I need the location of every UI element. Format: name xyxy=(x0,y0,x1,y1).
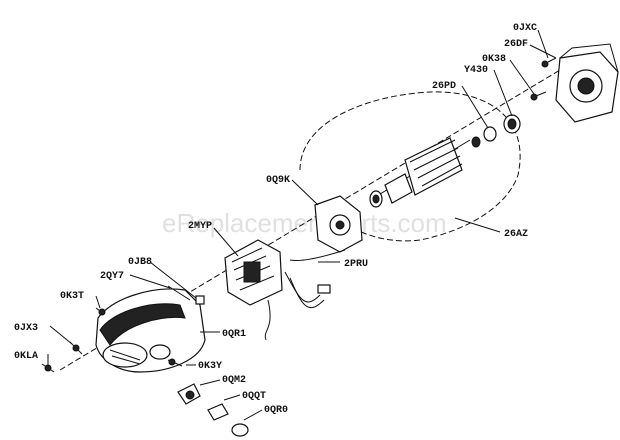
cord-2pru xyxy=(284,249,346,309)
label-0k3y: 0K3Y xyxy=(198,361,222,372)
end-housing-26df xyxy=(555,43,619,123)
label-0qr1: 0QR1 xyxy=(222,329,246,340)
screw-0jxc xyxy=(541,57,557,68)
leader-lines xyxy=(47,29,557,421)
label-26az: 26AZ xyxy=(504,229,528,240)
washer-26pd xyxy=(471,126,497,148)
screw-0k3t xyxy=(95,307,106,316)
field-coil-2myp xyxy=(224,239,283,341)
screw-0jx3 xyxy=(69,341,83,355)
clip-0jb8 xyxy=(195,295,205,305)
label-y430: Y430 xyxy=(464,65,488,76)
label-0q9k: 0Q9K xyxy=(266,175,290,186)
label-0kla: 0KLA xyxy=(14,351,38,362)
bearing-y430 xyxy=(503,114,521,134)
screw-0k3y xyxy=(167,358,183,367)
label-0qm2: 0QM2 xyxy=(222,375,246,386)
label-0jx3: 0JX3 xyxy=(14,323,38,334)
label-0k38: 0K38 xyxy=(482,54,506,65)
label-0qr0: 0QR0 xyxy=(264,405,288,416)
motor-housing xyxy=(95,288,206,373)
label-0jxc: 0JXC xyxy=(513,23,537,34)
assembly-outline-26az xyxy=(299,91,521,242)
label-2myp: 2MYP xyxy=(188,221,212,232)
screw-0kla xyxy=(41,363,55,373)
label-2pru: 2PRU xyxy=(344,259,368,270)
label-0k3t: 0K3T xyxy=(60,291,84,302)
watermark: eReplacementParts.com xyxy=(162,208,447,238)
center-axis-line xyxy=(59,69,561,371)
brush-plate-0q9k xyxy=(314,195,363,253)
armature-rotor xyxy=(369,137,471,208)
actuator-0qqt xyxy=(207,403,229,421)
switch-0qm2 xyxy=(177,383,201,405)
label-2qy7: 2QY7 xyxy=(100,271,124,282)
label-0jb8: 0JB8 xyxy=(128,257,152,268)
label-26pd: 26PD xyxy=(432,81,456,92)
spring-2qy7 xyxy=(167,285,191,301)
label-26df: 26DF xyxy=(504,39,528,50)
knob-0qr0 xyxy=(231,423,249,437)
label-0qqt: 0QQT xyxy=(242,391,266,402)
